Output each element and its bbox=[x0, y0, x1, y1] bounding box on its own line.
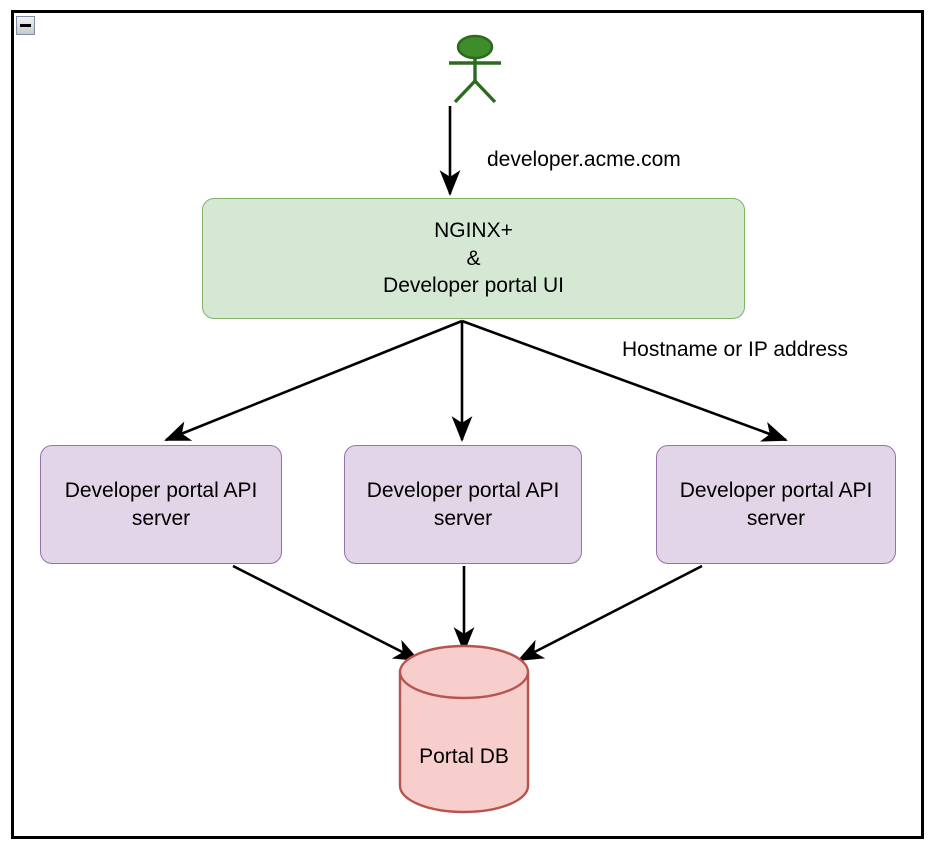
node-api-server-3[interactable]: Developer portal API server bbox=[656, 445, 896, 564]
node-api-server-2[interactable]: Developer portal API server bbox=[344, 445, 582, 564]
minus-icon bbox=[20, 24, 31, 27]
node-label: Developer portal API server bbox=[679, 478, 873, 530]
edge-label-hostname: Hostname or IP address bbox=[622, 338, 849, 361]
node-nginx-developer-portal-ui[interactable]: NGINX+ & Developer portal UI bbox=[202, 198, 745, 319]
node-label: Developer portal API server bbox=[64, 478, 258, 530]
user-actor bbox=[449, 34, 501, 104]
node-label: Portal DB bbox=[419, 745, 509, 768]
node-label: NGINX+ & Developer portal UI bbox=[383, 218, 564, 298]
node-api-server-1[interactable]: Developer portal API server bbox=[40, 445, 282, 564]
node-portal-db[interactable] bbox=[398, 650, 530, 812]
node-label: Developer portal API server bbox=[366, 478, 560, 530]
actor-head-icon bbox=[456, 34, 494, 60]
collapse-toggle-button[interactable] bbox=[16, 16, 35, 35]
edge-label-domain: developer.acme.com bbox=[487, 148, 681, 171]
